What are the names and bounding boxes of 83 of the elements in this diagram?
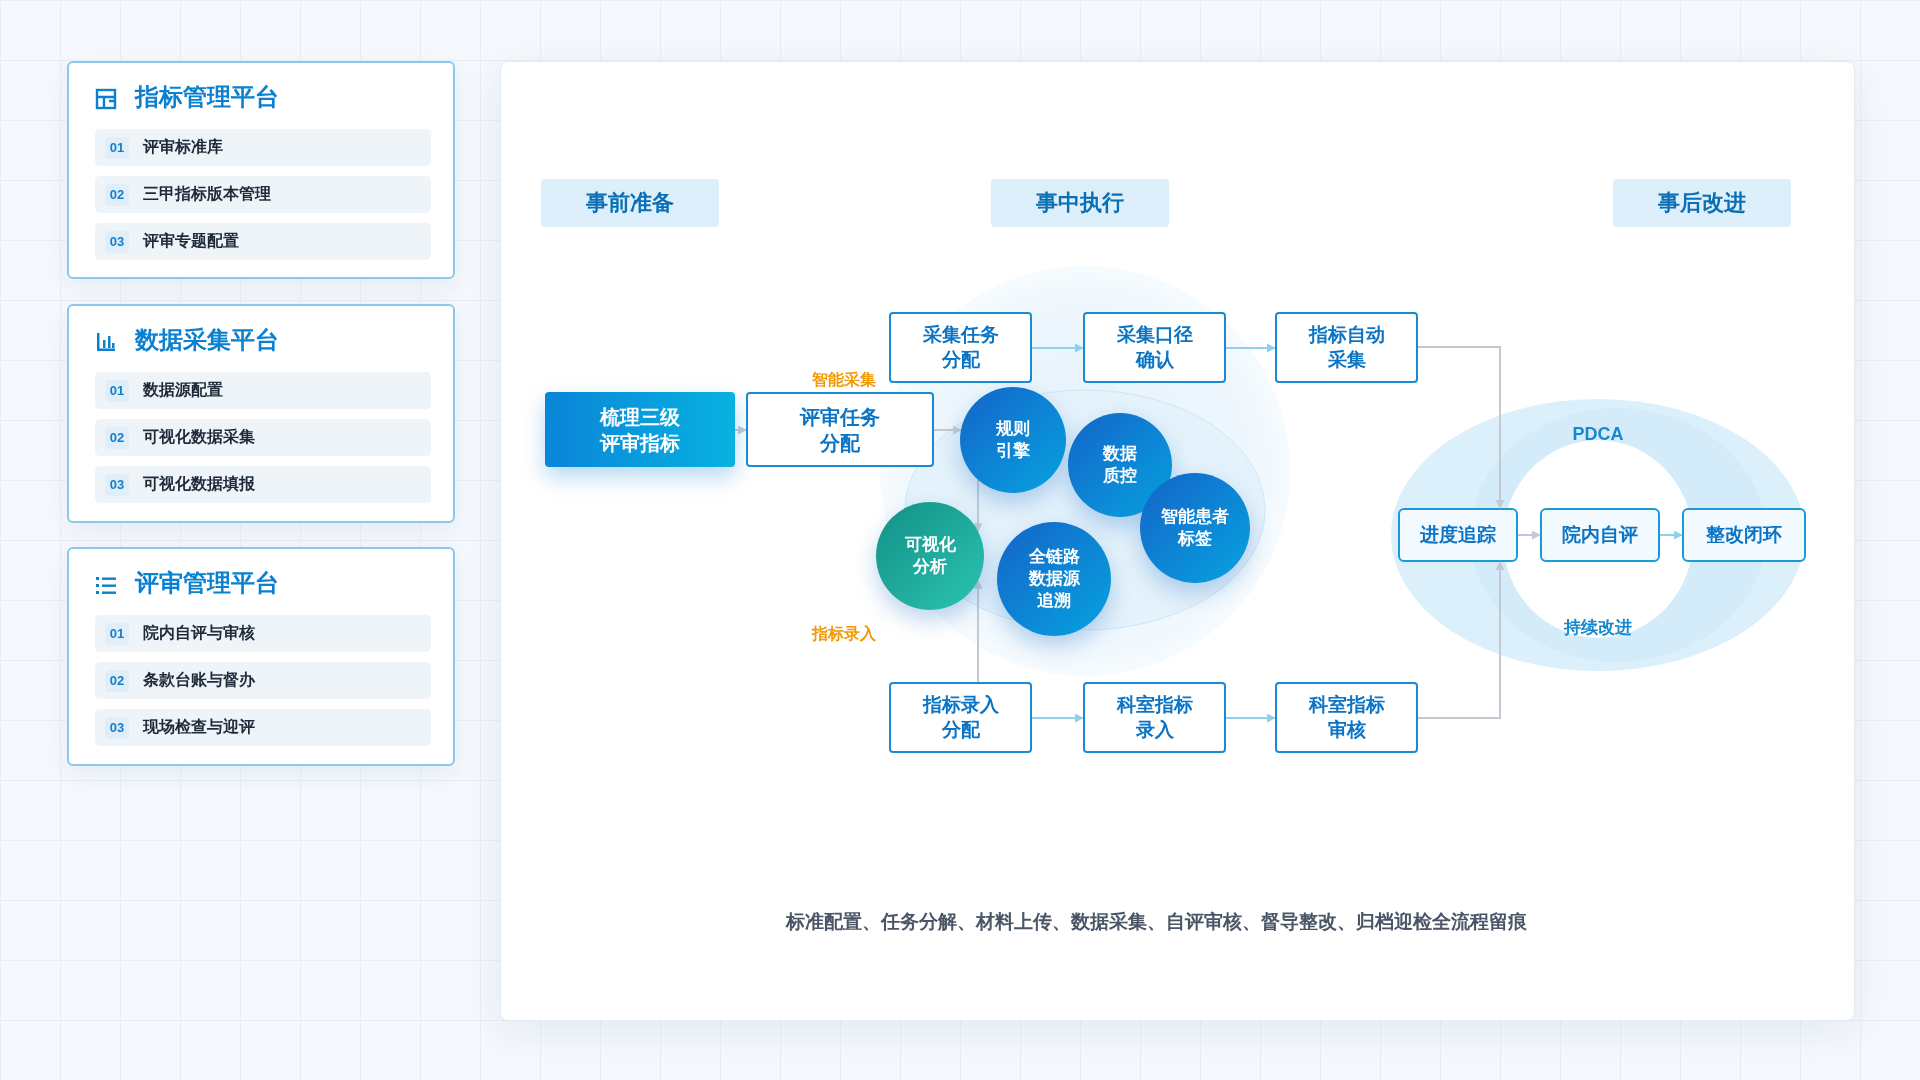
- process-label: 评审任务分配: [798, 404, 881, 456]
- process-label: 采集口径确认: [1115, 322, 1194, 372]
- step-label: 院内自评: [1562, 523, 1638, 547]
- process-label: 科室指标审核: [1307, 692, 1386, 742]
- item-label: 评审专题配置: [143, 231, 239, 251]
- item-label: 可视化数据填报: [143, 474, 255, 494]
- phase-title: 事后改进: [1658, 189, 1746, 217]
- arrow: [1225, 713, 1276, 723]
- process-box: [889, 312, 1032, 383]
- item-label: 条款台账与督办: [143, 670, 255, 690]
- list-item: [95, 176, 431, 213]
- step-box: [1540, 508, 1660, 562]
- annotation-label: 指标录入: [812, 624, 876, 644]
- process-box: [545, 392, 735, 467]
- phase-header: [1613, 179, 1791, 227]
- item-label: 现场检查与迎评: [143, 717, 255, 737]
- process-label: 采集任务分配: [921, 322, 1000, 372]
- number-badge: 02: [105, 669, 129, 692]
- process-label: 梳理三级评审指标: [598, 404, 681, 456]
- step-label: 进度追踪: [1420, 523, 1496, 547]
- process-box: [1083, 682, 1226, 753]
- number-badge: 01: [105, 136, 129, 159]
- step-box: [1682, 508, 1806, 562]
- list-item: [95, 662, 431, 699]
- arrow: [1417, 561, 1505, 719]
- process-label: 指标录入分配: [921, 692, 1000, 742]
- step-box: [1398, 508, 1518, 562]
- item-label: 三甲指标版本管理: [143, 184, 271, 204]
- list-item: [95, 466, 431, 503]
- item-label: 院内自评与审核: [143, 623, 255, 643]
- panel-title: 评审管理平台: [135, 568, 279, 598]
- arrow: [1659, 530, 1683, 540]
- number-badge: 03: [105, 473, 129, 496]
- item-label: 可视化数据采集: [143, 427, 255, 447]
- phase-header: [991, 179, 1169, 227]
- list-item: [95, 615, 431, 652]
- module-label: 规则引擎: [995, 418, 1031, 462]
- number-badge: 02: [105, 426, 129, 449]
- list-item: [95, 709, 431, 746]
- number-badge: 01: [105, 379, 129, 402]
- arrow: [973, 478, 983, 533]
- number-badge: 02: [105, 183, 129, 206]
- arrow: [1031, 343, 1084, 353]
- phase-title: 事前准备: [586, 189, 674, 217]
- arrow: [1225, 343, 1276, 353]
- arrow: [1517, 530, 1541, 540]
- number-badge: 03: [105, 716, 129, 739]
- arrow: [1417, 346, 1505, 509]
- phase-header: [541, 179, 719, 227]
- process-box: [1083, 312, 1226, 383]
- item-label: 评审标准库: [143, 137, 223, 157]
- list-item: [95, 223, 431, 260]
- number-badge: 03: [105, 230, 129, 253]
- annotation-label: 智能采集: [812, 370, 876, 390]
- module-label: 全链路数据源追溯: [1027, 546, 1081, 612]
- platform-panel: [67, 304, 455, 523]
- module-label: 可视化分析: [903, 534, 957, 578]
- arrow: [1031, 713, 1084, 723]
- list-item: [95, 419, 431, 456]
- process-label: 指标自动采集: [1307, 322, 1386, 372]
- list-item: [95, 129, 431, 166]
- item-label: 数据源配置: [143, 380, 223, 400]
- process-box: [1275, 312, 1418, 383]
- arrow: [973, 579, 983, 683]
- process-box: [889, 682, 1032, 753]
- process-box: [746, 392, 934, 467]
- platform-panel: [67, 61, 455, 279]
- number-badge: 01: [105, 622, 129, 645]
- ring-caption: 持续改进: [1564, 617, 1632, 639]
- step-label: 整改闭环: [1706, 523, 1782, 547]
- panel-title: 指标管理平台: [135, 82, 279, 112]
- arrow: [933, 425, 962, 435]
- process-label: 科室指标录入: [1115, 692, 1194, 742]
- list-item: [95, 372, 431, 409]
- panel-title: 数据采集平台: [135, 325, 279, 355]
- ring-title: PDCA: [1572, 424, 1624, 445]
- module-label: 数据质控: [1102, 443, 1138, 487]
- phase-title: 事中执行: [1036, 189, 1124, 217]
- arrow: [734, 425, 747, 435]
- caption-text: 标准配置、任务分解、材料上传、数据采集、自评审核、督导整改、归档迎检全流程留痕: [786, 910, 1527, 934]
- module-label: 智能患者标签: [1160, 506, 1230, 550]
- platform-panel: [67, 547, 455, 766]
- process-box: [1275, 682, 1418, 753]
